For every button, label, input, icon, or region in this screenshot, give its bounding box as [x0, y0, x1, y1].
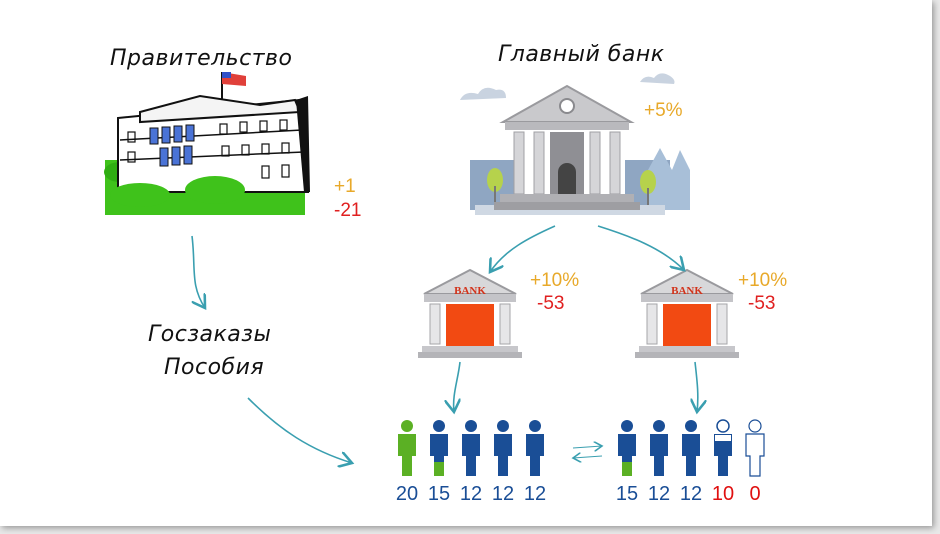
person-value: 12	[647, 483, 671, 505]
arrow-bank-to-right	[597, 225, 684, 270]
bank-left-delta: -53	[537, 293, 565, 314]
people-right-group	[618, 419, 765, 477]
person-icon	[398, 420, 416, 476]
arrow-state-to-people	[247, 397, 352, 463]
bank-right-icon	[635, 268, 739, 358]
person-value: 12	[679, 483, 703, 505]
people-left-group	[398, 420, 544, 476]
bank-right-delta: -53	[748, 293, 776, 314]
arrow-exchange-left	[573, 456, 603, 458]
arrow-exchange-right	[572, 446, 602, 448]
person-icon	[714, 419, 732, 476]
person-icon	[682, 420, 700, 476]
person-icon	[430, 420, 448, 476]
government-delta-minus: -21	[334, 200, 362, 221]
arrow-government-to-state	[191, 235, 205, 308]
bank-right-sign: BANK	[671, 285, 703, 297]
bank-left-rate: +10%	[530, 270, 580, 291]
person-value: 12	[491, 483, 515, 505]
person-icon	[526, 420, 544, 476]
main-bank-title: Главный банк	[498, 42, 665, 67]
state-line1: Госзаказы	[148, 322, 272, 347]
person-value: 0	[749, 483, 761, 505]
state-line2: Пособия	[164, 355, 265, 380]
person-value: 20	[395, 483, 419, 505]
diagram-canvas: BANK BANK	[104, 72, 765, 477]
slide: BANK BANK Правительство +1 -21 Главный б…	[0, 0, 932, 526]
government-delta-plus: +1	[334, 176, 356, 197]
arrow-left-bank-to-people	[454, 361, 460, 412]
person-value: 15	[427, 483, 451, 505]
government-title: Правительство	[110, 46, 293, 71]
person-value: 12	[459, 483, 483, 505]
bank-left-sign: BANK	[454, 285, 486, 297]
bank-left-icon	[418, 268, 522, 358]
person-icon	[462, 420, 480, 476]
main-bank-rate: +5%	[644, 100, 683, 121]
person-value: 12	[523, 483, 547, 505]
arrow-bank-to-left	[490, 225, 556, 272]
arrow-right-bank-to-people	[695, 361, 698, 412]
person-icon	[494, 420, 512, 476]
person-icon	[650, 420, 668, 476]
government-building-icon	[104, 72, 310, 215]
person-value: 10	[711, 483, 735, 505]
person-value: 15	[615, 483, 639, 505]
person-icon	[618, 420, 636, 476]
person-icon	[745, 419, 765, 477]
flow-arrows	[191, 225, 698, 463]
bank-right-rate: +10%	[738, 270, 788, 291]
main-bank-icon	[460, 73, 690, 215]
